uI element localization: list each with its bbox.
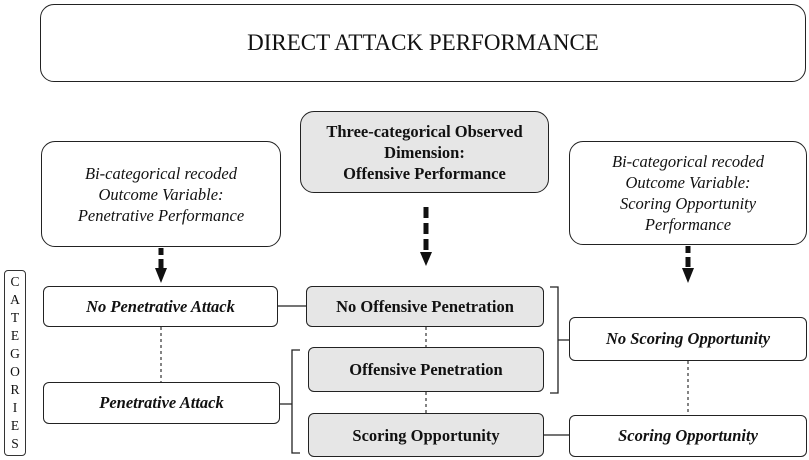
center-header-line2: Dimension: — [384, 142, 465, 162]
right-header-line4: Performance — [644, 215, 732, 234]
left-header-line2: Outcome Variable: — [98, 184, 224, 204]
right-category-no-scoring-opportunity: No Scoring Opportunity — [569, 317, 807, 361]
side-letter: C — [10, 274, 20, 289]
title-text: DIRECT ATTACK PERFORMANCE — [247, 30, 599, 55]
left-category-label: Penetrative Attack — [99, 393, 224, 412]
center-header-box: Three-categorical Observed Dimension: Of… — [300, 111, 549, 193]
side-letter: E — [10, 418, 20, 433]
right-header-line3: Scoring Opportunity — [619, 194, 757, 213]
left-category-label: No Penetrative Attack — [86, 296, 235, 316]
diagram-title: DIRECT ATTACK PERFORMANCE — [40, 4, 806, 82]
center-category-label: No Offensive Penetration — [336, 297, 514, 316]
side-letter: I — [12, 400, 18, 415]
center-header-line1: Three-categorical Observed — [326, 121, 523, 141]
center-category-scoring-opportunity: Scoring Opportunity — [308, 413, 544, 457]
categories-side-label: C A T E G O R I E S — [4, 270, 26, 456]
left-header-box: Bi-categorical recoded Outcome Variable:… — [41, 141, 281, 247]
right-category-label: No Scoring Opportunity — [605, 329, 771, 348]
right-header-line1: Bi-categorical recoded — [612, 152, 764, 171]
right-header-line2: Outcome Variable: — [625, 173, 751, 192]
side-letter: E — [10, 328, 20, 343]
side-letter: A — [10, 292, 20, 307]
left-category-penetrative-attack: Penetrative Attack — [43, 382, 280, 424]
arrowhead-left — [155, 268, 167, 283]
right-header-box: Bi-categorical recoded Outcome Variable:… — [569, 141, 807, 245]
left-category-no-penetrative-attack: No Penetrative Attack — [43, 286, 278, 327]
arrowhead-right — [682, 268, 694, 283]
center-category-label: Offensive Penetration — [349, 360, 503, 379]
side-letter: T — [10, 310, 20, 325]
bracket-right — [550, 286, 569, 394]
center-header-line3: Offensive Performance — [343, 163, 506, 183]
center-category-no-offensive-penetration: No Offensive Penetration — [306, 286, 544, 327]
right-category-label: Scoring Opportunity — [618, 426, 758, 445]
arrowhead-center — [420, 252, 432, 266]
side-letter: R — [10, 382, 20, 397]
side-letter: G — [10, 346, 20, 361]
side-letter: O — [10, 364, 20, 379]
left-header-line3: Penetrative Performance — [77, 205, 245, 225]
bracket-left — [280, 349, 300, 454]
center-category-offensive-penetration: Offensive Penetration — [308, 347, 544, 392]
left-header-line1: Bi-categorical recoded — [85, 163, 237, 183]
side-letter: S — [11, 436, 19, 451]
center-category-label: Scoring Opportunity — [352, 425, 500, 445]
right-category-scoring-opportunity: Scoring Opportunity — [569, 415, 807, 457]
